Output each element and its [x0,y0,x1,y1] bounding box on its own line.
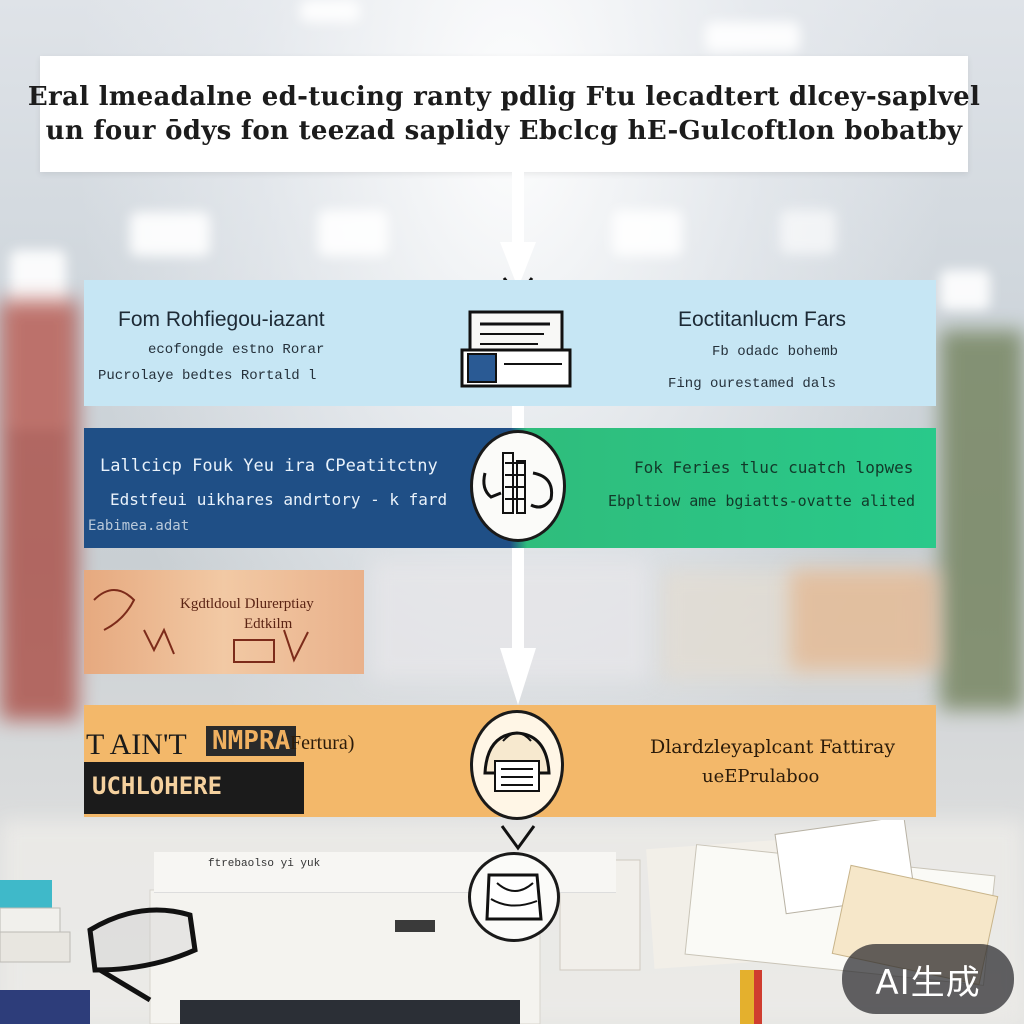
down-arrow-icon [500,540,536,705]
step-4-dark-ribbon: UCHLOHERE [84,762,304,814]
step-4-left-note: Fertura) [290,732,355,754]
step-2-icon-circle [470,430,566,542]
title-line-1: Eral lmeadalne ed-tucing ranty pdlig Ftu… [27,82,981,112]
connector-line [512,405,524,435]
ai-generated-watermark: AI生成 [842,944,1014,1014]
green-plant [940,330,1024,710]
ceiling-light [780,210,836,254]
down-arrow-icon [500,825,536,851]
step-3-scrap-line-2: Edtkilm [244,616,293,632]
sketch-doodle-icon [93,589,309,663]
step-5-icon-circle [468,852,560,942]
step-1-left-line-1: ecofongde estno Rorar [148,342,325,358]
title-box: Eral lmeadalne ed-tucing ranty pdlig Ftu… [28,56,980,172]
step-4-right-line-1: Dlardzleyaplcant Fattiray [650,736,896,758]
cloche-sieve-icon [483,731,551,792]
step-4-icon-circle [470,710,564,820]
blurred-box [790,570,940,670]
step-4-ribbon-text: UCHLOHERE [92,772,223,800]
step-1-right-line-1: Fb odadc bohemb [712,344,839,360]
step-1-right-line-2: Fing ourestamed dals [668,376,837,392]
step-5-strip-text: ftrebaolso yi yuk [208,858,321,870]
ceiling-light [318,210,388,256]
step-2-left-line-3: Eabimea.adat [88,518,190,534]
step-4-right-line-2: ueEPrulaboo [702,766,820,787]
step-2-right-line-2: Ebpltiow ame bgiatts-ovatte alited [608,492,916,510]
book-stack-icon [0,880,90,1024]
step-4-left-text: T AIN'T [86,728,187,761]
bag-icon [485,873,543,921]
red-wall [0,300,78,720]
step-2-left-line-1: Lallcicp Fouk Yeu ira CPeatitctny [100,456,438,476]
step-1-left-heading: Fom Rohfiegou-iazant [118,308,325,331]
ceiling-light [705,22,800,52]
step-1-right-heading: Eoctitanlucm Fars [678,308,847,331]
step-3-paper-scrap: Kgdtldoul Dlurerptiay Edtkilm [84,570,364,674]
step-4-left-highlight: NMPRA [206,726,297,756]
ceiling-light [612,210,682,256]
ceiling-light [940,270,990,310]
step-3-scrap-line-1: Kgdtldoul Dlurerptiay [180,596,314,612]
ceiling-light [130,212,210,256]
step-2-left-line-2: Edstfeui uikhares andrtory - k fard [110,490,448,509]
glasses-icon [87,907,198,1003]
document-printer-icon [460,310,572,388]
step-1-left-line-2: Pucrolaye bedtes Rortald l [98,368,317,384]
title-line-2: un four ōdys fon teezad saplidy Ebclcg h… [45,116,963,146]
step-2-right-line-1: Fok Feries tluc cuatch lopwes [634,458,914,477]
hand-gauge-icon [482,452,554,514]
ceiling-light [300,0,360,22]
